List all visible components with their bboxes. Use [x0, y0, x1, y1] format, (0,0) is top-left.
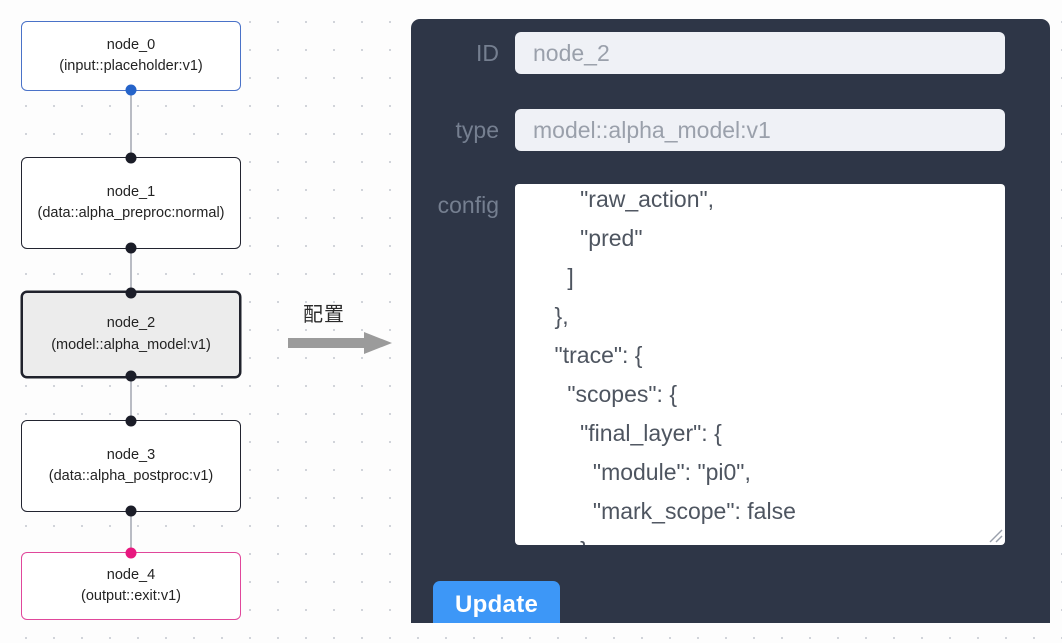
- flow-node-node_2[interactable]: node_2 (model::alpha_model:v1): [21, 287, 241, 382]
- node-handle-bottom-icon[interactable]: [125, 242, 137, 254]
- node-handle-bottom-icon[interactable]: [125, 84, 137, 96]
- config-textarea-wrapper: "raw_action", "pred" ] }, "trace": { "sc…: [515, 184, 1005, 545]
- flow-node-label: node_1 (data::alpha_preproc:normal): [37, 183, 225, 221]
- node-handle-top-icon[interactable]: [125, 415, 137, 427]
- right-arrow-icon: [288, 332, 392, 354]
- edge-node1-node2: [130, 248, 132, 292]
- node-handle-top-icon[interactable]: [125, 287, 137, 299]
- config-field-row: config "raw_action", "pred" ] }, "trace"…: [411, 184, 1005, 545]
- transition-annotation: 配置: [288, 298, 398, 362]
- edge-node0-node1: [130, 90, 132, 158]
- flow-node-label: node_3 (data::alpha_postproc:v1): [48, 446, 214, 484]
- type-input[interactable]: [515, 109, 1005, 151]
- flow-node-label: node_2 (model::alpha_model:v1): [51, 315, 211, 353]
- flow-node-label: node_0 (input::placeholder:v1): [59, 36, 203, 74]
- id-field-row: ID: [411, 32, 1005, 74]
- node-handle-bottom-icon[interactable]: [125, 370, 137, 382]
- config-label: config: [437, 192, 499, 218]
- id-label: ID: [476, 40, 499, 66]
- transition-label: 配置: [303, 302, 345, 326]
- node-handle-top-icon[interactable]: [125, 152, 137, 164]
- type-field-row: type: [411, 109, 1005, 151]
- flow-node-node_4[interactable]: node_4 (output::exit:v1): [21, 547, 241, 620]
- edge-node2-node3: [130, 377, 132, 421]
- id-input[interactable]: [515, 32, 1005, 74]
- node-config-panel: ID type config "raw_action", "pred" ] },…: [411, 19, 1050, 623]
- config-textarea[interactable]: "raw_action", "pred" ] }, "trace": { "sc…: [515, 184, 1005, 545]
- flow-node-node_1[interactable]: node_1 (data::alpha_preproc:normal): [21, 152, 241, 254]
- node-handle-top-icon[interactable]: [125, 547, 137, 559]
- update-button[interactable]: Update: [433, 581, 561, 623]
- flow-node-label: node_4 (output::exit:v1): [81, 566, 181, 604]
- type-label: type: [455, 117, 499, 143]
- flow-node-node_3[interactable]: node_3 (data::alpha_postproc:v1): [21, 415, 241, 517]
- node-handle-bottom-icon[interactable]: [125, 505, 137, 517]
- flow-node-node_0[interactable]: node_0 (input::placeholder:v1): [21, 21, 241, 96]
- edge-node3-node4: [130, 511, 132, 552]
